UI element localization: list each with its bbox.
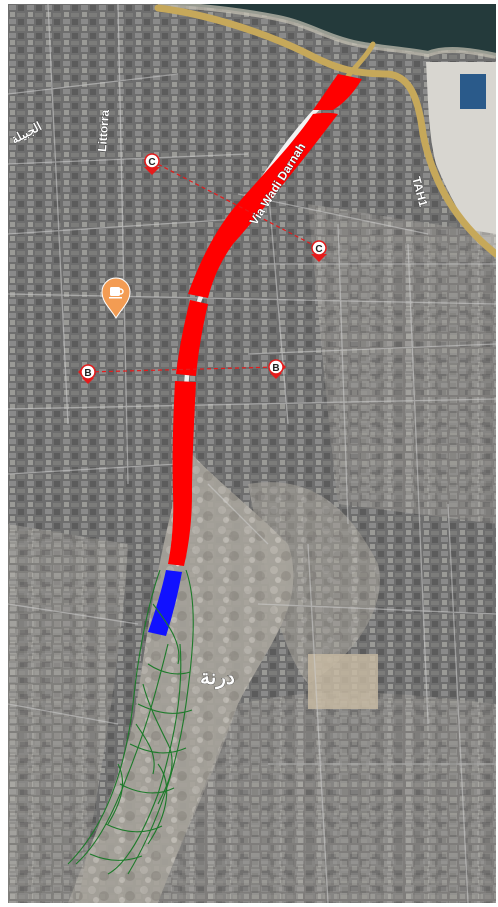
channel-red-north[interactable]	[313, 74, 362, 110]
compound	[308, 654, 378, 709]
section-marker-b-right-label: B	[272, 363, 279, 374]
label-littorra: Littorra	[95, 109, 112, 152]
port-pier	[460, 74, 486, 109]
channel-red-segment-2[interactable]	[176, 300, 208, 376]
section-marker-b-left-label: B	[84, 368, 91, 379]
coffee-cup-icon[interactable]	[101, 277, 131, 319]
coastal-highway-link	[345, 41, 376, 79]
section-marker-c-right-label: C	[315, 244, 322, 255]
wadi-hillside-east	[248, 482, 380, 684]
urban-south-west	[8, 524, 128, 903]
street-grid	[8, 4, 496, 903]
wadi-contours	[67, 569, 194, 875]
section-marker-c-left-label: C	[148, 157, 155, 168]
shoreline	[157, 4, 496, 59]
section-line-c	[151, 160, 320, 249]
section-line-b	[87, 366, 277, 373]
channel-red-segment-3[interactable]	[168, 381, 196, 566]
channel-red-segment-1[interactable]	[188, 112, 338, 298]
section-marker-b-left[interactable]: B	[78, 364, 96, 384]
coastal-highway	[154, 4, 496, 258]
channel-blue[interactable]	[148, 570, 182, 636]
section-marker-c-left[interactable]: C	[144, 153, 160, 175]
channel-red[interactable]	[168, 74, 362, 566]
port-area	[426, 62, 496, 254]
section-marker-c-right[interactable]: C	[311, 240, 327, 262]
satellite-map[interactable]: C C B B Via Wadi Darnah TAH1	[8, 4, 496, 903]
urban-east	[308, 204, 496, 524]
sea	[158, 4, 496, 56]
label-derna: درنة	[200, 667, 235, 690]
urban-south-east	[158, 692, 496, 903]
section-marker-b-right[interactable]: B	[268, 359, 286, 379]
